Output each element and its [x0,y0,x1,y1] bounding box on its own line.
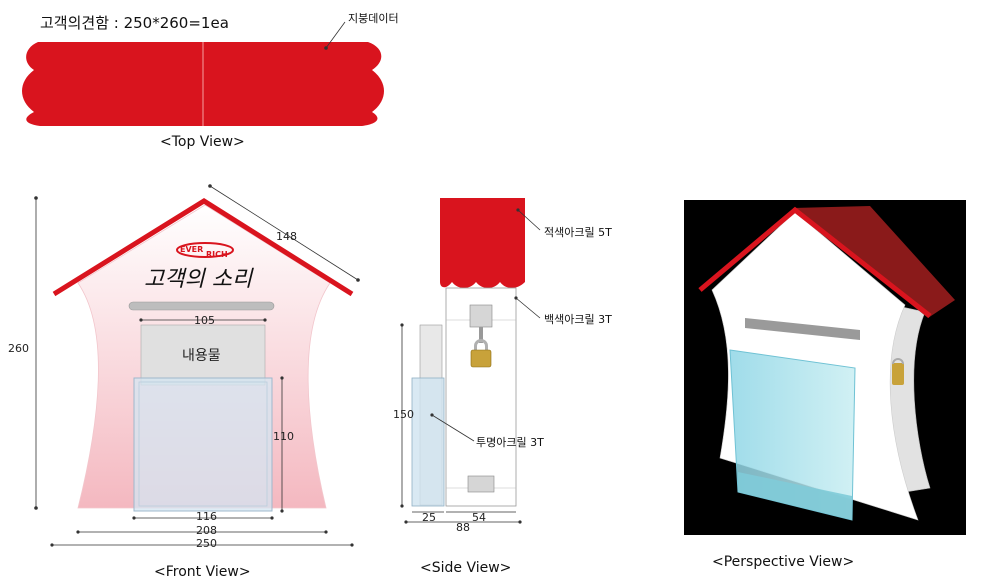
side-hinge-top [469,304,493,328]
perspective-roof [793,206,955,318]
dim-side-54: 54 [472,511,486,524]
roof-note: 지붕데이터 [348,12,399,25]
side-roof [440,198,525,288]
logo-text-rich: RICH [206,250,228,259]
dim-pocket-110: 110 [273,430,294,443]
dim-width-250: 250 [196,537,217,550]
perspective-padlock-icon [892,358,904,365]
dim-side-150: 150 [393,408,414,421]
dim-roof-148: 148 [276,230,297,243]
front-view: EVER RICH 고객의 소리 내용물 260 148 105 110 116… [8,184,360,580]
side-view-caption: <Side View> [420,560,511,576]
dim-width-208: 208 [196,524,217,537]
dim-height-260: 260 [8,342,29,355]
perspective-slot [745,318,860,340]
side-clear-pocket [411,377,445,507]
everrich-logo: EVER RICH [176,242,234,259]
note-white-acrylic: 백색아크릴 3T [544,313,612,326]
dim-side-25: 25 [422,511,436,524]
front-roof [52,198,354,297]
side-view: 적색아크릴 5T 백색아크릴 3T 투명아크릴 3T 150 25 54 88 … [393,198,612,576]
padlock-icon [474,339,488,350]
content-label: 내용물 [182,348,221,364]
side-hinge-bottom [467,475,495,493]
mail-slot [128,301,275,311]
dim-slot-105: 105 [194,314,215,327]
front-view-caption: <Front View> [154,564,251,580]
drawing-title: 고객의견함 : 250*260=1ea [40,14,229,32]
dim-pocket-116: 116 [196,510,217,523]
top-view: 지붕데이터 <Top View> [22,12,399,150]
sign-text: 고객의 소리 [144,267,254,292]
perspective-view: <Perspective View> [684,200,966,570]
top-view-caption: <Top View> [160,134,245,150]
perspective-view-caption: <Perspective View> [712,554,854,570]
note-clear-acrylic: 투명아크릴 3T [476,436,544,449]
clear-pocket [133,377,273,512]
roof-note-leader [325,21,346,49]
dim-side-88: 88 [456,521,470,534]
logo-text-ever: EVER [180,245,203,254]
note-red-acrylic: 적색아크릴 5T [544,226,612,239]
